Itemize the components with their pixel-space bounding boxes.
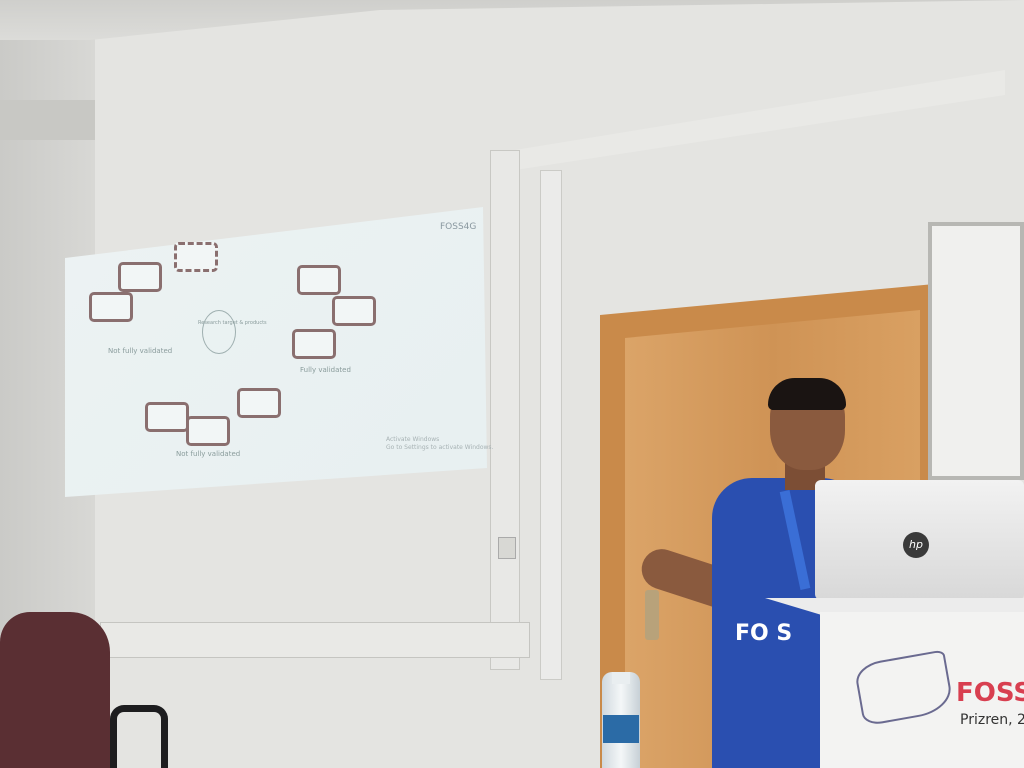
diagram-box bbox=[118, 262, 162, 292]
ceiling bbox=[0, 0, 1024, 40]
wall-frame-vertical-2 bbox=[540, 170, 562, 680]
diagram-box bbox=[174, 242, 218, 272]
watermark-title: Activate Windows bbox=[386, 436, 440, 443]
activate-windows-watermark: Activate Windows Go to Settings to activ… bbox=[386, 436, 493, 452]
wall-frame-vertical bbox=[490, 150, 520, 670]
door-handle bbox=[645, 590, 659, 640]
watermark-subtitle: Go to Settings to activate Windows. bbox=[386, 444, 494, 451]
diagram-box bbox=[332, 296, 376, 326]
bottle-label bbox=[603, 715, 639, 743]
diagram-box bbox=[145, 402, 189, 432]
podium-title: FOSS bbox=[956, 678, 1024, 708]
podium-top bbox=[765, 598, 1024, 616]
diagram-box bbox=[292, 329, 336, 359]
center-node-label: Research target & products bbox=[198, 320, 267, 326]
diagram-box bbox=[186, 416, 230, 446]
slide-logo: FOSS4G bbox=[440, 222, 477, 232]
diagram-box bbox=[297, 265, 341, 295]
hp-logo-icon: hp bbox=[903, 532, 929, 558]
podium-subtitle: Prizren, 20 bbox=[960, 712, 1024, 728]
diagram-box bbox=[237, 388, 281, 418]
slide-label-right: Fully validated bbox=[300, 366, 351, 374]
chair-armrest bbox=[110, 705, 168, 768]
slide-label-left: Not fully validated bbox=[108, 347, 173, 355]
wall-frame-top bbox=[515, 70, 1005, 170]
podium bbox=[820, 612, 1024, 768]
shirt-print: FO S bbox=[735, 621, 793, 646]
wall-rail bbox=[100, 622, 530, 658]
diagram-box bbox=[89, 292, 133, 322]
wall-ledge bbox=[0, 100, 95, 140]
whiteboard bbox=[928, 222, 1024, 480]
speaker-hair bbox=[768, 378, 846, 410]
slide-label-bottom: Not fully validated bbox=[176, 450, 241, 458]
chair bbox=[0, 612, 110, 768]
light-switch bbox=[498, 537, 516, 559]
bottle-cap bbox=[612, 672, 630, 684]
diagram-center-node bbox=[202, 310, 236, 354]
